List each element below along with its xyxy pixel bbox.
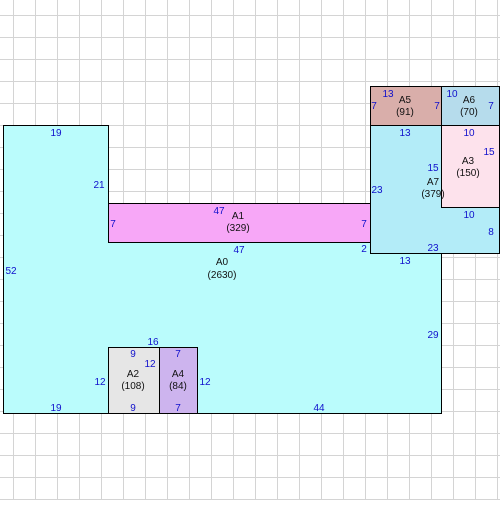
measure-a2-top: 9: [130, 349, 136, 360]
area-A5-value: (91): [396, 107, 414, 118]
measure-a7-left: 23: [371, 185, 383, 196]
measure-a3-bottom: 10: [463, 210, 475, 221]
area-A1-name: A1: [232, 211, 245, 222]
area-A3-value: (150): [456, 168, 479, 179]
measure-a0-bottom-right: 44: [313, 403, 325, 414]
measure-a3-right: 15: [483, 147, 495, 158]
measure-a4-right: 12: [199, 377, 211, 388]
measure-a0-notch-top: 16: [147, 337, 159, 348]
edge-measurements: 19 21 52 47 47 7 7 2 16 9 12 12 9 7 7 12…: [5, 89, 495, 414]
area-A7-value: (379): [421, 189, 444, 200]
measure-a2-bottom: 9: [130, 403, 136, 414]
measure-a0-left: 52: [5, 266, 17, 277]
measure-a4-bottom: 7: [175, 403, 181, 414]
area-A3-name: A3: [462, 156, 475, 167]
measure-a2-left: 12: [94, 377, 106, 388]
measure-a1-top: 47: [213, 206, 225, 217]
area-A4-name: A4: [172, 369, 185, 380]
measure-a5-top: 13: [382, 89, 394, 100]
measure-a5-left: 7: [371, 101, 377, 112]
measure-a5-right: 7: [434, 101, 440, 112]
measure-a6-right: 7: [488, 101, 494, 112]
measure-a7-bottom: 23: [427, 243, 439, 254]
measure-a4-top: 7: [175, 349, 181, 360]
area-A1-value: (329): [226, 223, 249, 234]
area-A6-shape: [441, 86, 500, 126]
measure-a7-top: 13: [399, 128, 411, 139]
measure-a0-inner-right: 21: [93, 180, 105, 191]
measure-a7-right: 8: [488, 227, 494, 238]
area-A6-name: A6: [463, 95, 476, 106]
measure-a6-top: 10: [446, 89, 458, 100]
measure-a7-inner: 15: [427, 163, 439, 174]
area-A5-name: A5: [399, 95, 412, 106]
measure-a0-inner-top: 47: [233, 245, 245, 256]
area-A6-value: (70): [460, 107, 478, 118]
area-A4-value: (84): [169, 381, 187, 392]
area-A2-value: (108): [121, 381, 144, 392]
area-labels: A0 (2630) A1 (329) A2 (108) A3 (150) A4 …: [121, 95, 479, 392]
area-A2-name: A2: [127, 369, 140, 380]
measure-a0-top: 19: [50, 128, 62, 139]
measure-a3-top: 10: [463, 128, 475, 139]
measure-a0-top-right: 13: [399, 256, 411, 267]
measure-a0-step: 2: [361, 244, 367, 255]
area-A5-shape: [370, 86, 442, 126]
area-A4-shape: [159, 347, 198, 414]
area-A7-name: A7: [427, 177, 440, 188]
measure-a1-right: 7: [361, 219, 367, 230]
measure-a0-bottom-left: 19: [50, 403, 62, 414]
measure-a2-right: 12: [144, 359, 156, 370]
measure-a0-right: 29: [427, 330, 439, 341]
area-A0-value: (2630): [208, 270, 237, 281]
area-A0-name: A0: [216, 257, 229, 268]
area-A1-shape: [108, 203, 371, 243]
measure-a1-left: 7: [110, 219, 116, 230]
